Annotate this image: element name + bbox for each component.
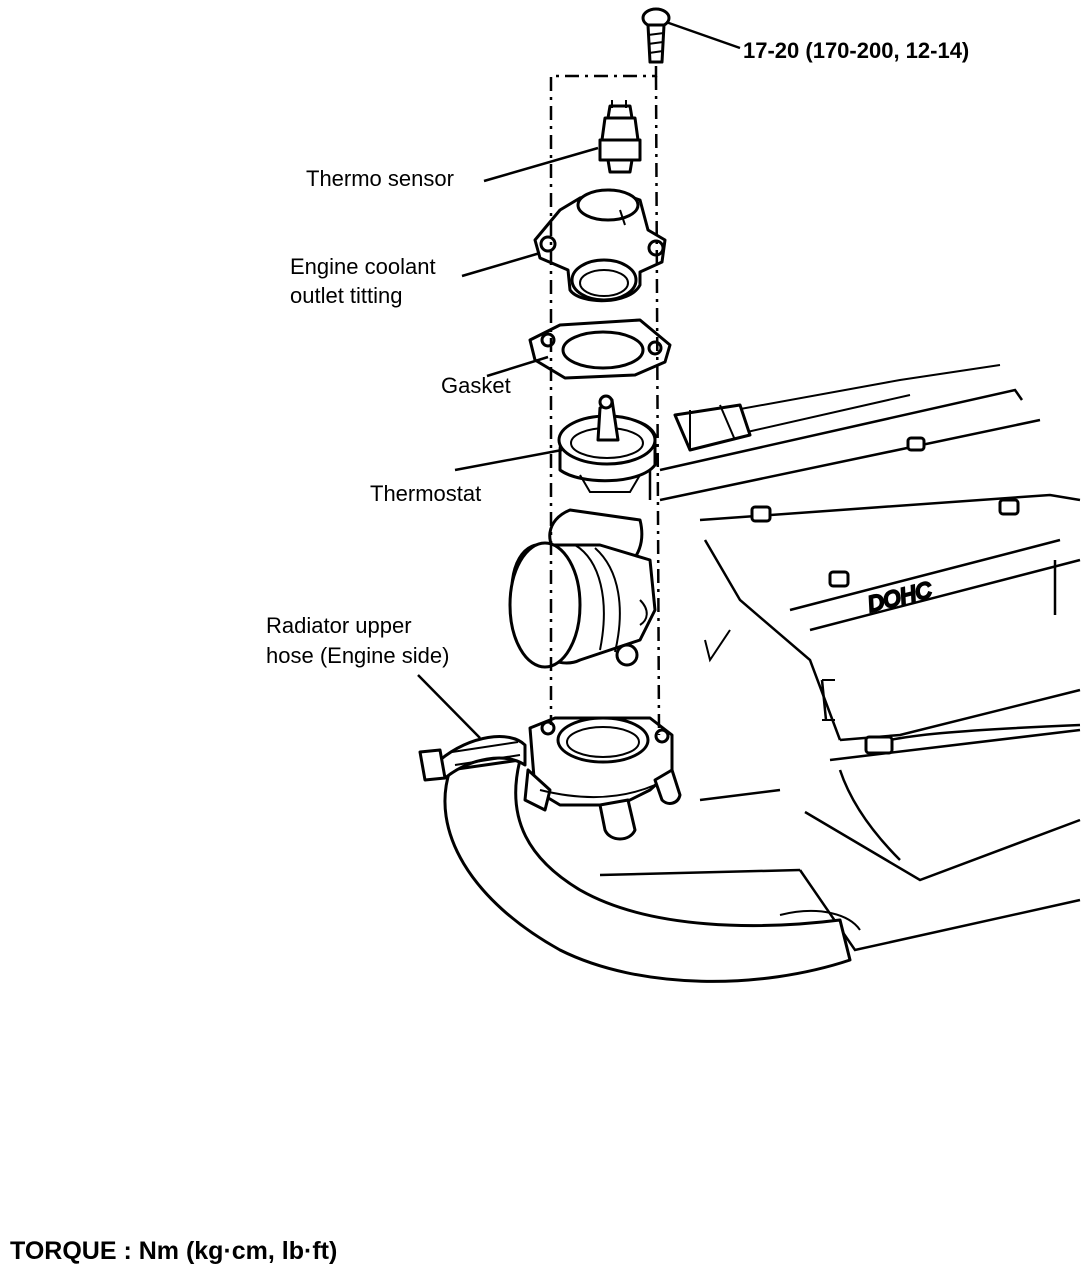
hose-label-line1: Radiator upper bbox=[266, 613, 412, 638]
thermostat-label: Thermostat bbox=[370, 481, 481, 506]
thermo-sensor-drawing bbox=[598, 100, 642, 174]
hose-label-line2: hose (Engine side) bbox=[266, 643, 449, 668]
bolt-torque-label: 17-20 (170-200, 12-14) bbox=[743, 38, 969, 63]
thermostat-drawing bbox=[557, 394, 657, 493]
water-inlet-housing-drawing bbox=[523, 716, 682, 841]
torque-units-footer: TORQUE : Nm (kg·cm, lb·ft) bbox=[10, 1237, 337, 1265]
radiator-hose-drawing bbox=[418, 735, 861, 983]
thermo-sensor-label: Thermo sensor bbox=[306, 166, 454, 191]
outlet-fitting-drawing bbox=[533, 188, 667, 303]
engine-cover-lettering: DOHC bbox=[865, 577, 934, 617]
engine-block-drawing bbox=[599, 364, 1081, 952]
leader-lines bbox=[417, 20, 741, 739]
outlet-fitting-label-line2: outlet titting bbox=[290, 283, 403, 308]
assembly-lines bbox=[549, 66, 661, 736]
gasket-label: Gasket bbox=[441, 373, 511, 398]
bolt-drawing bbox=[641, 7, 671, 64]
outlet-fitting-label-line1: Engine coolant bbox=[290, 254, 436, 279]
hose-neck-drawing bbox=[508, 508, 731, 669]
gasket-drawing bbox=[528, 318, 672, 380]
